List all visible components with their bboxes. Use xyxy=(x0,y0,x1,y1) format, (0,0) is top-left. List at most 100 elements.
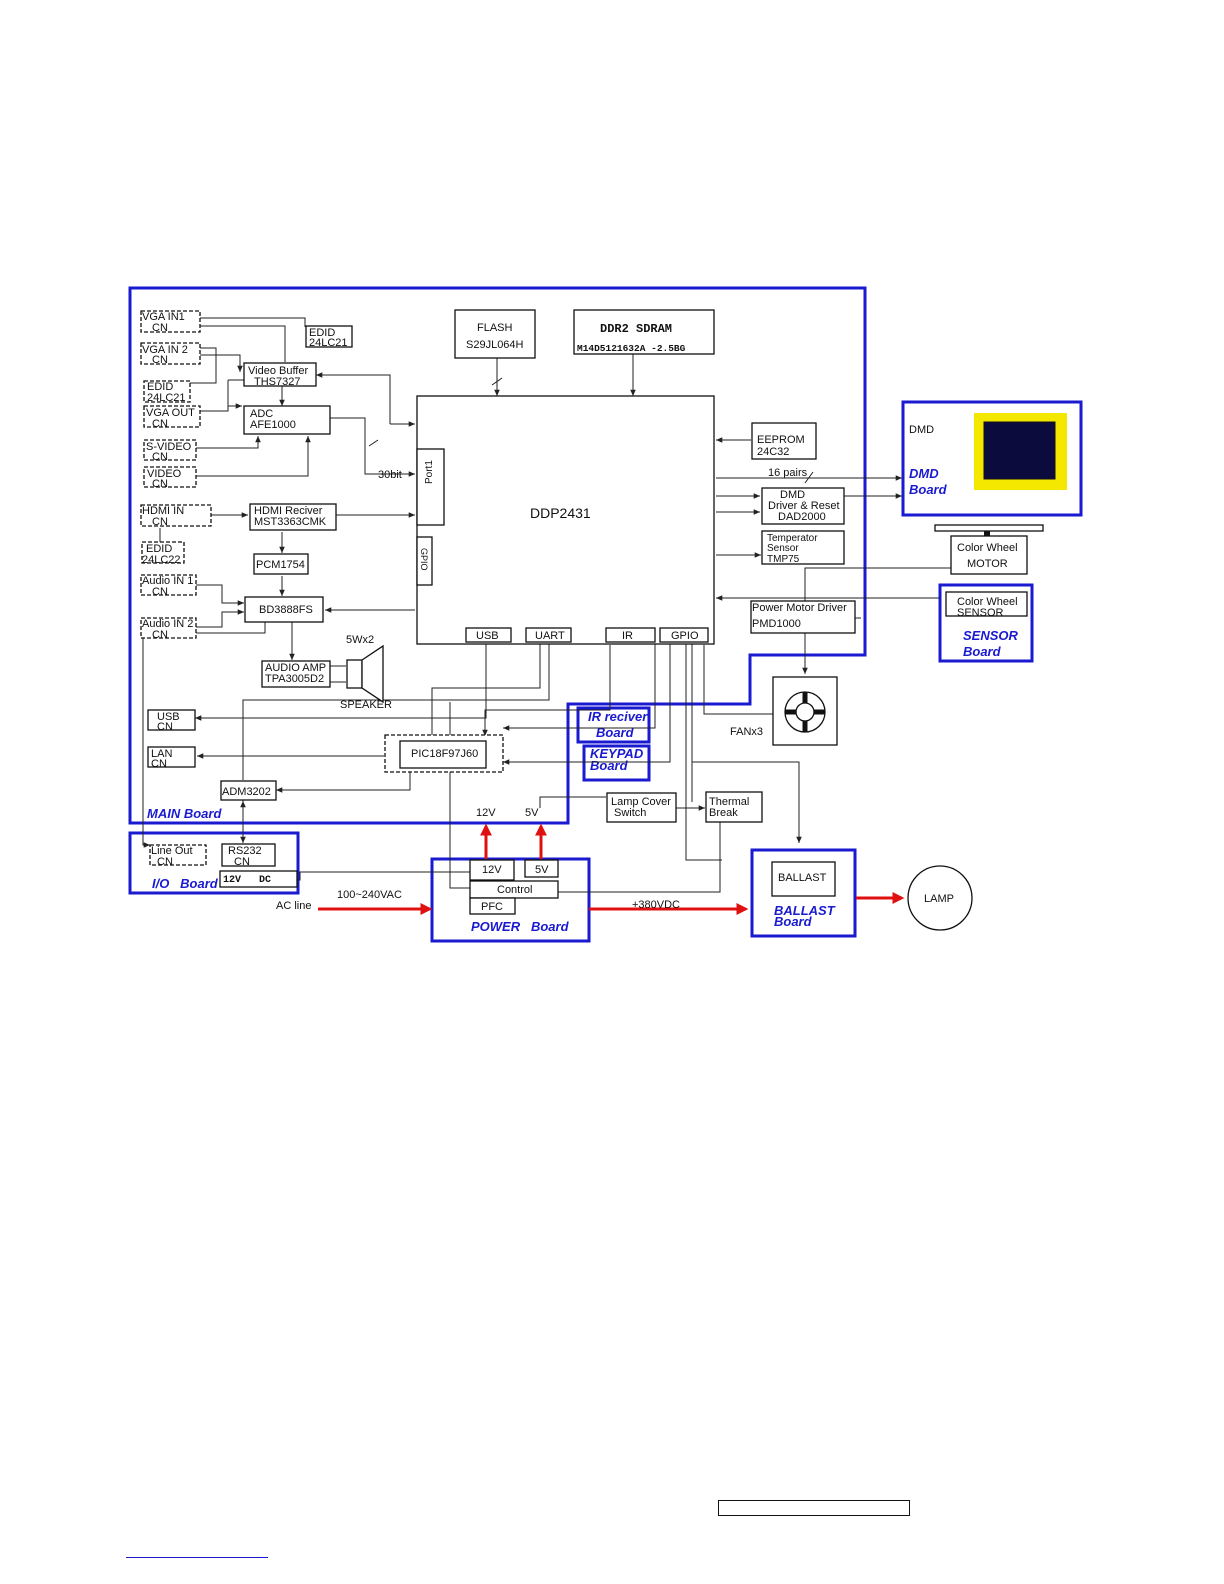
ir-port: IR xyxy=(605,627,656,643)
power-motor-driver: Power Motor Driver PMD1000 xyxy=(750,600,856,634)
footer-line xyxy=(126,1557,268,1558)
svg-text:TMP75: TMP75 xyxy=(767,554,800,565)
svg-text:HDMI IN: HDMI IN xyxy=(142,505,184,517)
footer-box xyxy=(718,1500,910,1516)
gpio-port: GPIO xyxy=(659,627,709,643)
dmd-driver: DMD Driver & Reset DAD2000 xyxy=(761,487,845,525)
svg-text:CN: CN xyxy=(151,758,167,770)
svg-text:12V: 12V xyxy=(482,864,502,876)
svg-text:VGA OUT: VGA OUT xyxy=(146,407,195,419)
svg-text:24LC21: 24LC21 xyxy=(147,392,186,404)
power-board-frame xyxy=(430,857,591,943)
edid-top: EDID 24LC21 xyxy=(305,325,353,349)
svg-text:HDMI Reciver: HDMI Reciver xyxy=(254,505,323,517)
svg-text:DDP2431: DDP2431 xyxy=(530,505,591,521)
speaker-label: SPEAKER xyxy=(340,699,392,711)
dmd-board-label-2: Board xyxy=(909,482,948,497)
dmd-board-frame xyxy=(901,400,1083,517)
pairs16-label: 16 pairs xyxy=(768,467,808,479)
audio-in2-cn: Audio IN 2 CN xyxy=(140,617,197,641)
svideo-cn: S-VIDEO CN xyxy=(143,439,197,463)
svg-text:LAMP: LAMP xyxy=(924,893,954,905)
svg-text:Temperator: Temperator xyxy=(767,533,818,544)
svg-text:Thermal: Thermal xyxy=(709,796,749,808)
sensor-board-frame xyxy=(938,583,1034,663)
pic18f97j60: PIC18F97J60 xyxy=(384,734,504,773)
lamp-cover-switch: Lamp Cover Switch xyxy=(606,792,677,823)
svg-text:PMD1000: PMD1000 xyxy=(752,618,801,630)
ddp2431: DDP2431 xyxy=(416,395,715,645)
ballast-board-label: BALLAST xyxy=(774,903,836,918)
sensor-board-label: SENSOR xyxy=(963,628,1019,643)
svg-text:CN: CN xyxy=(152,516,168,528)
ir-board-label-2: Board xyxy=(596,725,635,740)
wires xyxy=(142,317,951,893)
svg-text:EEPROM: EEPROM xyxy=(757,434,805,446)
svg-text:Switch: Switch xyxy=(614,807,646,819)
main-board-label: MAIN Board xyxy=(147,806,222,821)
svg-text:ADM3202: ADM3202 xyxy=(222,786,271,798)
ballast: BALLAST xyxy=(771,861,836,897)
usb-port: USB xyxy=(465,627,512,643)
svg-text:USB: USB xyxy=(157,711,180,723)
svg-text:S29JL064H: S29JL064H xyxy=(466,339,524,351)
svg-text:5V: 5V xyxy=(535,864,549,876)
svg-text:IR: IR xyxy=(622,630,633,642)
eeprom: EEPROM 24C32 xyxy=(751,422,817,460)
dmd-board-label: DMD xyxy=(909,466,939,481)
adm3202: ADM3202 xyxy=(220,780,277,801)
svg-text:CN: CN xyxy=(152,629,168,641)
svg-text:Sensor: Sensor xyxy=(767,543,799,554)
svg-text:CN: CN xyxy=(152,478,168,490)
svg-text:VIDEO: VIDEO xyxy=(147,468,182,480)
svg-text:EDID: EDID xyxy=(146,543,172,555)
hdmi-receiver: HDMI Reciver MST3363CMK xyxy=(249,503,337,531)
rs232-cn: RS232 CN xyxy=(221,843,276,868)
ac-line-label: AC line xyxy=(276,900,311,912)
svg-text:PCM1754: PCM1754 xyxy=(256,559,305,571)
svg-text:Audio IN 1: Audio IN 1 xyxy=(142,575,193,587)
ac-range-label: 100~240VAC xyxy=(337,889,402,901)
port1: Port1 xyxy=(416,448,445,526)
rail-12v-label: 12V xyxy=(476,807,496,819)
line-out-cn: Line Out CN xyxy=(149,844,207,868)
svg-text:CN: CN xyxy=(152,322,168,334)
dmd-label: DMD xyxy=(909,424,934,436)
svg-text:DDR2 SDRAM: DDR2 SDRAM xyxy=(600,322,672,336)
svg-text:Port1: Port1 xyxy=(424,460,435,484)
vga-in1-cn: VGA IN1 CN xyxy=(140,310,201,334)
bd3888fs: BD3888FS xyxy=(244,596,324,623)
svg-text:LAN: LAN xyxy=(151,748,172,760)
lan-cn: LAN CN xyxy=(147,746,196,770)
fan-label: FANx3 xyxy=(730,726,763,738)
thermal-break: Thermal Break xyxy=(705,791,763,823)
svg-text:CN: CN xyxy=(234,856,250,868)
pcm1754: PCM1754 xyxy=(253,553,309,575)
svg-text:MST3363CMK: MST3363CMK xyxy=(254,516,327,528)
video-buffer: Video Buffer THS7327 xyxy=(243,362,317,388)
svg-text:CN: CN xyxy=(152,354,168,366)
psu-12v: 12V xyxy=(469,859,515,881)
svg-text:USB: USB xyxy=(476,630,499,642)
gpio-side-port: GPIO xyxy=(416,536,433,586)
color-wheel-shaft xyxy=(984,531,990,536)
color-wheel-motor: Color Wheel MOTOR xyxy=(950,535,1028,575)
svg-text:VGA IN1: VGA IN1 xyxy=(142,311,185,323)
dmd-chip xyxy=(983,421,1056,480)
svg-text:VGA IN 2: VGA IN 2 xyxy=(142,344,188,356)
power-board-label: POWER Board xyxy=(471,919,570,934)
svg-text:TPA3005D2: TPA3005D2 xyxy=(265,673,324,685)
svg-text:Lamp Cover: Lamp Cover xyxy=(611,796,671,808)
fan-icon xyxy=(772,676,838,746)
svg-text:Audio IN 2: Audio IN 2 xyxy=(142,618,193,630)
lamp: LAMP xyxy=(907,865,973,931)
svg-text:Control: Control xyxy=(497,884,532,896)
svg-text:UART: UART xyxy=(535,630,565,642)
edid-left: EDID 24LC21 xyxy=(143,380,191,404)
svg-text:24LC21: 24LC21 xyxy=(309,337,348,349)
svg-text:Power Motor Driver: Power Motor Driver xyxy=(752,602,847,614)
svg-text:DAD2000: DAD2000 xyxy=(778,511,826,523)
pfc: PFC xyxy=(469,897,516,915)
io-board-label: I/O Board xyxy=(152,876,219,891)
color-wheel-bar xyxy=(934,524,1044,532)
